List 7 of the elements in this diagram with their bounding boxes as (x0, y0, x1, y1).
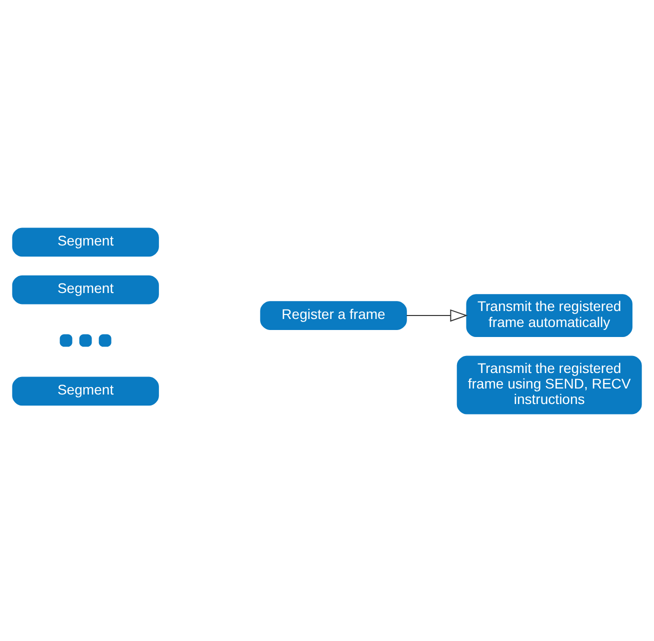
node-box: Transmit the registered frame automatically (466, 294, 632, 336)
node-box: Register a frame (260, 300, 407, 330)
node-box: Transmit the registered frame using SEND, RECV instructions (456, 355, 642, 414)
arrow (406, 308, 468, 322)
node-box: Segment (12, 376, 159, 406)
node-box: Segment (12, 274, 159, 304)
node-box: Segment (12, 227, 159, 256)
